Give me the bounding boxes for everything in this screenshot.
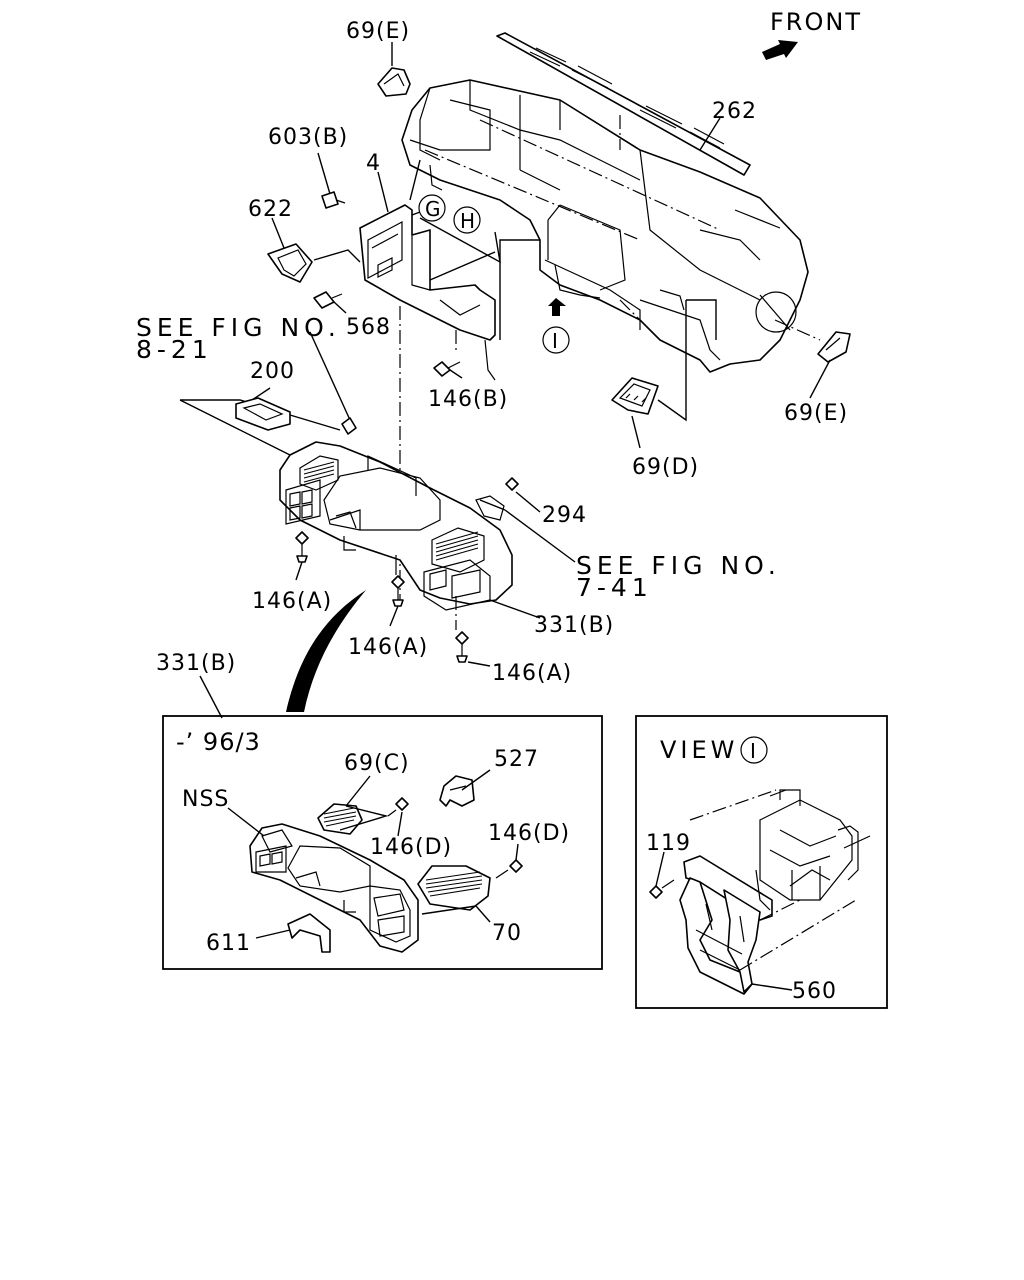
ref-fig-8-21-line2: 8-21 [136, 335, 213, 364]
circle-marker-h: H [453, 206, 481, 234]
screw-119 [649, 879, 675, 899]
defroster-strip [496, 32, 751, 176]
screw-146a-mid [391, 575, 405, 607]
label-331b-right: 331(B) [534, 613, 614, 638]
inset-view-title: VIEW [660, 736, 738, 764]
screw-near-fig-8-21 [341, 417, 357, 435]
label-69d: 69(D) [632, 455, 699, 480]
inset-view-marker-circle [740, 736, 768, 764]
label-603b: 603(B) [268, 125, 348, 150]
view-arrow-label: I [552, 329, 558, 353]
leader-119 [655, 851, 665, 887]
label-622: 622 [248, 197, 293, 222]
inset-variant: -’ 96/3 [162, 715, 603, 970]
label-146d-right: 146(D) [488, 821, 570, 846]
front-arrow-icon [762, 40, 798, 60]
label-611: 611 [206, 931, 251, 956]
label-146a-right: 146(A) [492, 661, 572, 686]
screw-146a-left [295, 531, 309, 563]
switch-69d [611, 377, 659, 415]
bracket-611 [287, 913, 331, 953]
clip-527 [439, 775, 475, 807]
clip-69e-top [377, 67, 411, 97]
switch-200 [235, 397, 291, 431]
screw-146d-left [387, 797, 409, 817]
front-marker: FRONT [762, 8, 862, 60]
label-294: 294 [542, 503, 587, 528]
inset-variant-frame [162, 715, 603, 970]
label-568: 568 [346, 315, 391, 340]
label-119: 119 [646, 831, 691, 856]
label-146b: 146(B) [428, 387, 508, 412]
ref-fig-7-41-line1: SEE FIG NO. [576, 551, 781, 580]
label-70: 70 [492, 921, 522, 946]
front-label: FRONT [770, 8, 862, 36]
label-560: 560 [792, 979, 837, 1004]
inset-view-marker: I [750, 739, 756, 763]
main-labels: 69(E) 262 603(B) 4 622 568 146(B) 200 69… [136, 19, 848, 686]
instrument-panel-drawing [401, 32, 809, 373]
label-331b-left: 331(B) [156, 651, 236, 676]
view-arrow-marker: I [542, 298, 570, 354]
label-146a-left: 146(A) [252, 589, 332, 614]
lower-leader-lines [199, 561, 541, 719]
cluster-bezel-drawing [279, 441, 513, 630]
label-69e-top: 69(E) [346, 19, 410, 44]
label-69e-right: 69(E) [784, 401, 848, 426]
ref-fig-7-41-line2: 7-41 [576, 573, 653, 602]
label-527: 527 [494, 747, 539, 772]
screw-146d-right [495, 859, 523, 879]
marker-h-label: H [460, 209, 475, 233]
bracket-4-drawing [359, 204, 496, 381]
leader-560 [751, 983, 793, 991]
bezel-nss [249, 823, 419, 953]
inset-variant-leaders [227, 769, 519, 939]
screw-294 [475, 477, 519, 521]
circle-marker-g: G [418, 194, 446, 222]
clip-622 [267, 243, 313, 283]
label-69c: 69(C) [344, 751, 410, 776]
marker-g-label: G [425, 197, 441, 221]
callout-curve [286, 590, 366, 712]
clip-69e-right [817, 331, 851, 363]
label-4: 4 [366, 151, 381, 176]
label-146a-mid: 146(A) [348, 635, 428, 660]
bracket-4 [359, 204, 496, 341]
defroster-strip-vents [529, 47, 725, 149]
inset-view-frame [635, 715, 888, 1009]
label-146d-left: 146(D) [370, 835, 452, 860]
inset-variant-period: -’ 96/3 [176, 728, 261, 756]
label-262: 262 [712, 99, 757, 124]
label-200: 200 [250, 359, 295, 384]
fastener-603b [321, 191, 346, 209]
inset-view: VIEW I [635, 715, 888, 1009]
dashboard-body [401, 79, 809, 373]
label-nss: NSS [182, 787, 229, 812]
bracket-560 [679, 789, 871, 995]
view-arrow-icon [548, 298, 566, 316]
screw-146a-right [455, 631, 469, 663]
ref-fig-8-21-line1: SEE FIG NO. [136, 313, 341, 342]
